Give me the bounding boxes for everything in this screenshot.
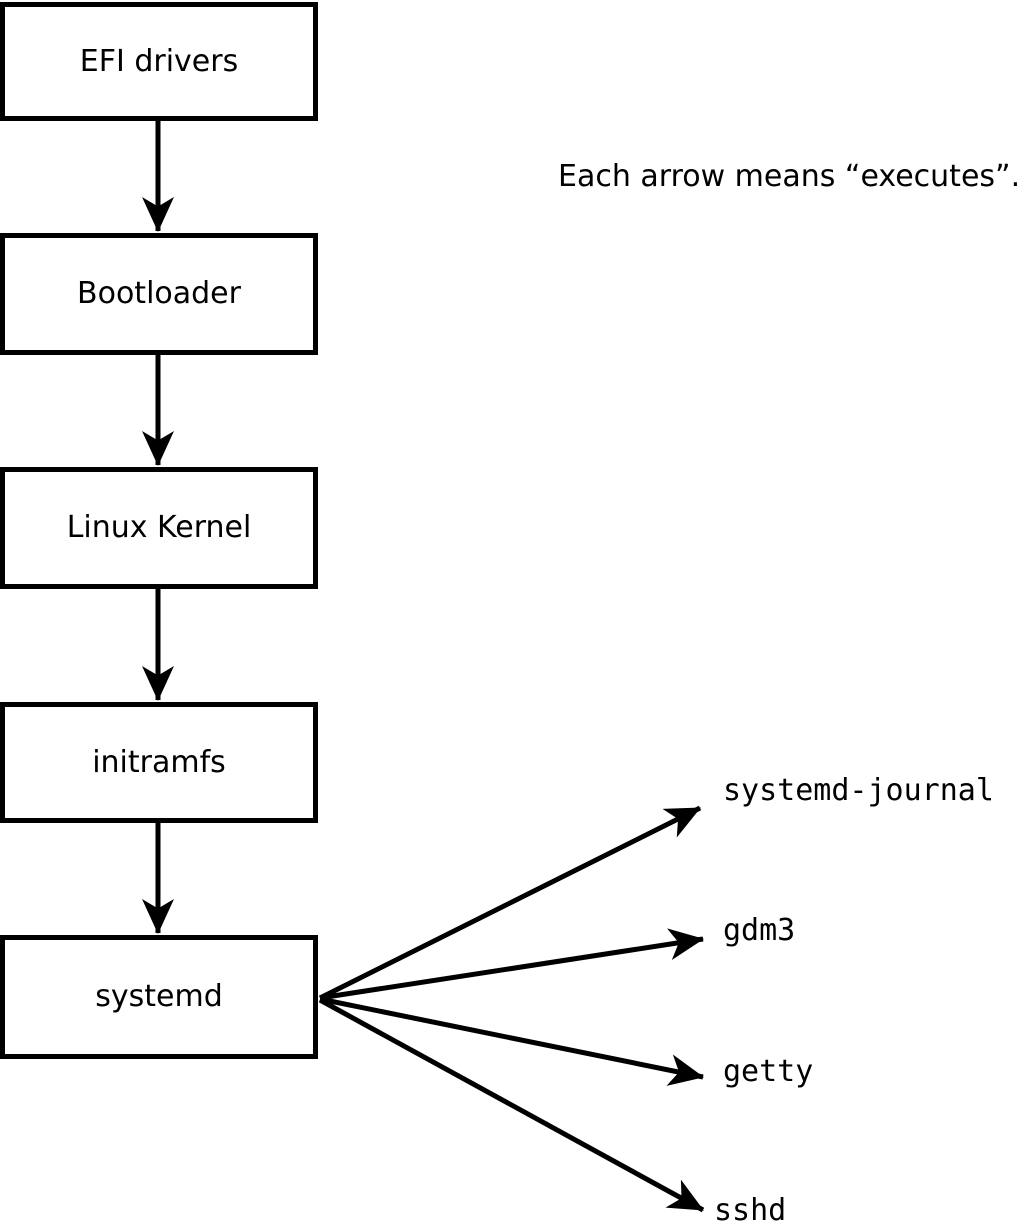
node-initramfs-label: initramfs [92, 744, 226, 780]
target-systemd-journal-label: systemd-journal [723, 773, 994, 808]
edge-systemd-to-systemd-journal [318, 805, 702, 1001]
edge-systemd-to-sshd [318, 997, 705, 1213]
node-systemd: systemd [0, 935, 318, 1059]
node-efi-drivers-label: EFI drivers [79, 43, 239, 79]
node-bootloader: Bootloader [0, 233, 318, 355]
edge-systemd-to-gdm3 [319, 928, 704, 1001]
arrow-meaning-annotation: Each arrow means “executes”. [558, 159, 1021, 194]
node-initramfs: initramfs [0, 702, 318, 823]
edge-systemd-to-getty [319, 996, 704, 1086]
node-systemd-label: systemd [95, 979, 223, 1014]
node-bootloader-label: Bootloader [77, 276, 241, 311]
target-getty-label: getty [723, 1054, 814, 1089]
target-gdm3-label: gdm3 [723, 913, 796, 948]
node-linux-kernel-label: Linux Kernel [66, 510, 252, 545]
target-sshd-label: sshd [714, 1193, 787, 1228]
node-linux-kernel: Linux Kernel [0, 467, 318, 589]
node-efi-drivers: EFI drivers [0, 2, 318, 121]
